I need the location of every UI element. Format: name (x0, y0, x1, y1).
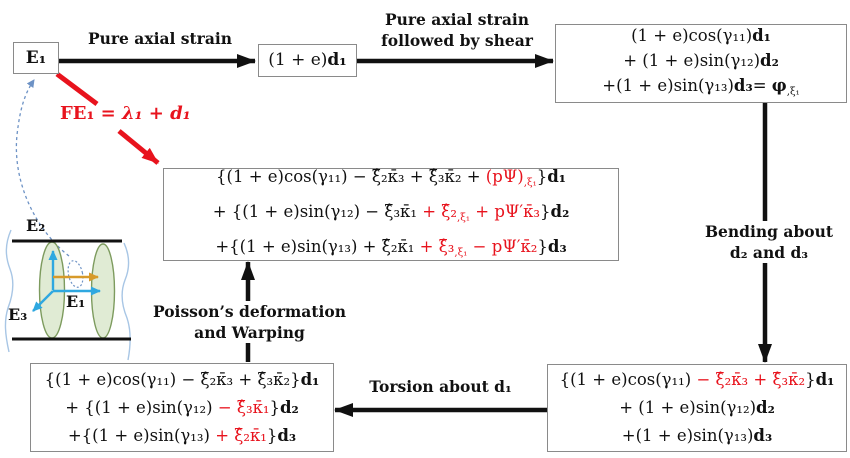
bending-result-box: {(1 + e)cos(γ₁₁) − ξ̂₂κ̄₃ + ξ̂₃κ̄₂}d₁+ (… (547, 364, 847, 452)
torsion-result-box: {(1 + e)cos(γ₁₁) − ξ̂₂κ̄₃ + ξ̂₃κ̄₂}d₁+ {… (30, 363, 334, 452)
fe1-equation-label: FE₁ = λ₁ + d₁ (60, 103, 191, 124)
warping-result-box: {(1 + e)cos(γ₁₁) − ξ̂₂κ̄₃ + ξ̂₃κ̄₂ + (pΨ… (163, 167, 619, 261)
frame-e3-label: E₃ (8, 305, 28, 324)
rod-wavy-edge-right (121, 242, 131, 361)
e1-box: E₁ (13, 42, 59, 74)
axial-strain-box: (1 + e)d₁ (258, 44, 357, 77)
frame-e2-label: E₂ (26, 216, 46, 235)
frame-reference-dashed-arrow (15, 79, 70, 257)
torsion-label: Torsion about d₁ (369, 377, 512, 396)
fe1-segment (55, 72, 99, 106)
axial-shear-box: (1 + e)cos(γ₁₁)d₁+ (1 + e)sin(γ₁₂)d₂+(1 … (555, 24, 847, 103)
e1-box-label: E₁ (25, 48, 47, 68)
rod-wavy-edge-left (4, 229, 14, 353)
rotation-dotted-ellipse (67, 260, 84, 288)
frame-e1-label: E₁ (66, 292, 86, 311)
pure-axial-strain-label: Pure axial strain (87, 29, 233, 48)
fe1-arrow (117, 129, 160, 165)
e3-axis-arrow (32, 290, 54, 312)
